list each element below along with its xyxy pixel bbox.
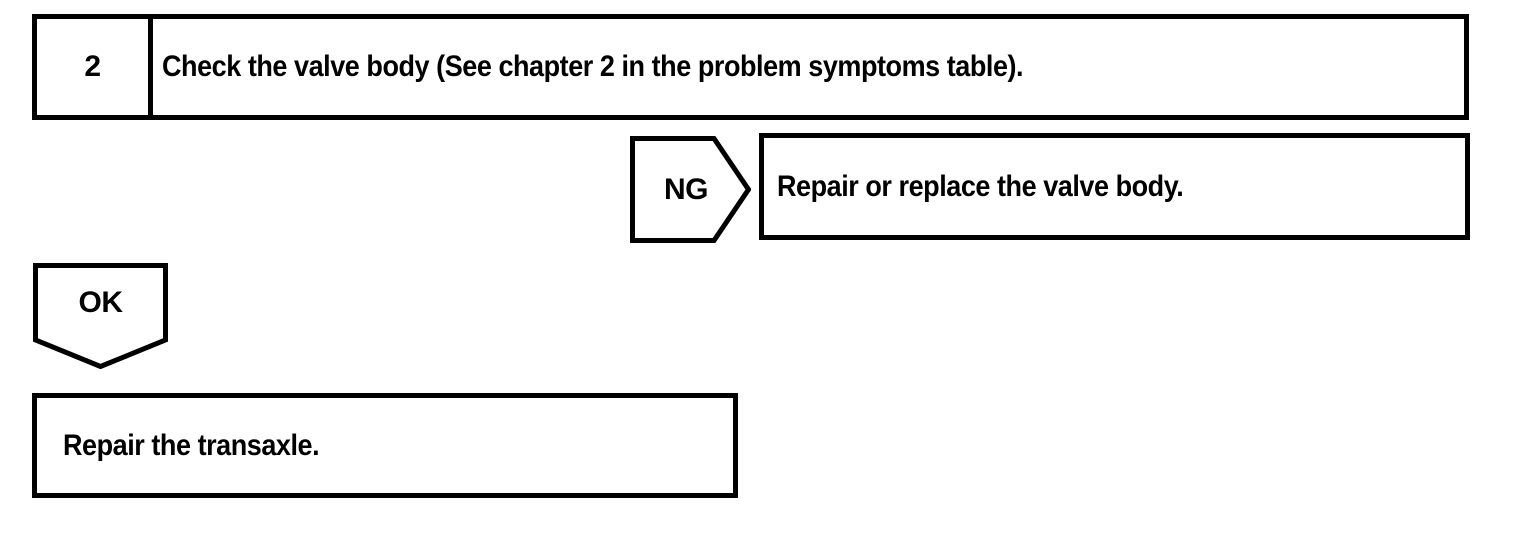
ng-action-box: Repair or replace the valve body. [759, 133, 1470, 240]
ok-action-box: Repair the transaxle. [32, 393, 738, 498]
ng-pentagon-shape [630, 136, 751, 243]
ok-label: OK [78, 286, 124, 319]
ng-label-wrap: NG [630, 136, 742, 243]
ng-pentagon-outline [630, 136, 751, 243]
step-box: 2 Check the valve body (See chapter 2 in… [32, 14, 1469, 120]
step-instruction-cell: Check the valve body (See chapter 2 in t… [153, 19, 1464, 115]
ng-connector: NG [630, 136, 751, 243]
step-instruction: Check the valve body (See chapter 2 in t… [162, 50, 1024, 83]
ok-label-wrap: OK [33, 263, 168, 343]
ng-label: NG [664, 172, 709, 206]
ok-pentagon-outline [33, 263, 168, 369]
ng-action-text: Repair or replace the valve body. [777, 169, 1184, 203]
ok-connector: OK [33, 263, 168, 369]
step-number: 2 [84, 50, 101, 83]
ok-pentagon-shape [33, 263, 168, 369]
step-number-cell: 2 [37, 19, 153, 115]
ok-action-text: Repair the transaxle. [63, 428, 320, 462]
